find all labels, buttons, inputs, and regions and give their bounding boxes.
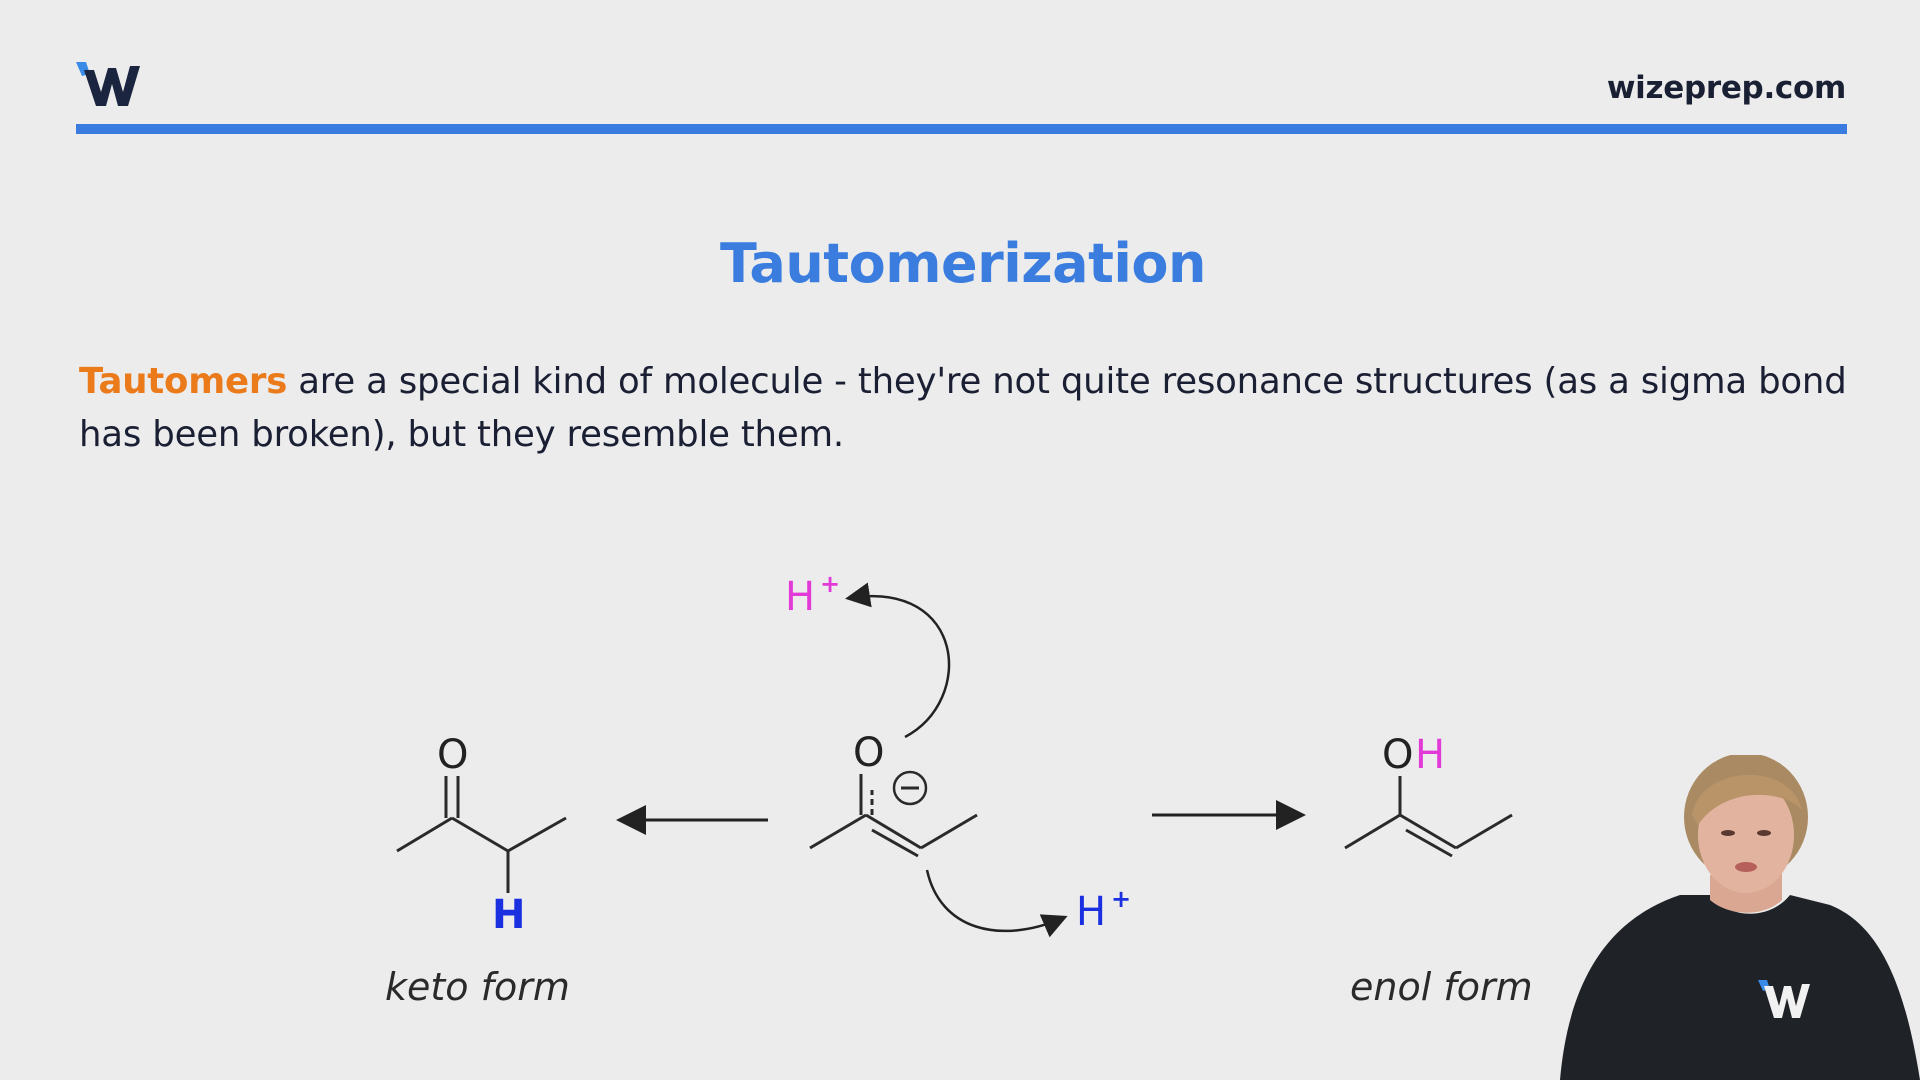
proton-bottom: H: [1076, 889, 1106, 935]
keto-structure: [396, 776, 567, 893]
header-divider: [76, 124, 1847, 134]
presenter-shirt: [1560, 895, 1920, 1080]
definition-text: are a special kind of molecule - they're…: [79, 361, 1847, 455]
negative-charge-icon: [892, 770, 928, 806]
shirt-logo-icon: [1758, 980, 1810, 1018]
term-highlight: Tautomers: [79, 361, 288, 402]
site-url[interactable]: wizeprep.com: [1606, 70, 1846, 106]
proton-top: H: [785, 574, 815, 620]
enol-structure: [1344, 776, 1513, 858]
enolate-oxygen: O: [853, 730, 884, 776]
enolate-structure: [809, 774, 978, 858]
enol-oxygen: O: [1382, 732, 1413, 778]
keto-hydrogen: H: [492, 892, 525, 938]
wizeprep-logo-icon: [76, 62, 140, 106]
proton-bottom-plus: +: [1111, 885, 1131, 913]
enol-hydrogen: H: [1415, 732, 1445, 778]
proton-top-plus: +: [820, 570, 840, 598]
presenter-video: [1560, 755, 1920, 1080]
curved-arrow-top: [845, 582, 951, 739]
keto-oxygen: O: [437, 732, 468, 778]
slide-title: Tautomerization: [720, 232, 1206, 295]
keto-form-label: keto form: [385, 965, 570, 1009]
enol-form-label: enol form: [1350, 965, 1533, 1009]
curved-arrow-bottom: [925, 869, 1068, 938]
definition-paragraph: Tautomers are a special kind of molecule…: [79, 355, 1869, 461]
